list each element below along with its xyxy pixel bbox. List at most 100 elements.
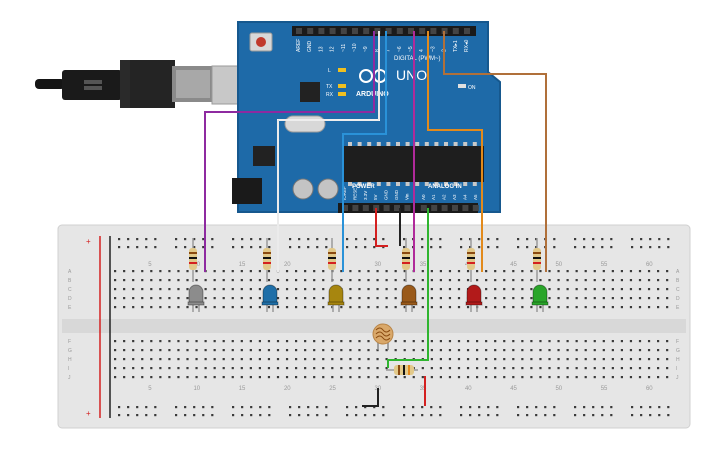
breadboard-hole [213,306,216,309]
breadboard-hole [295,349,298,352]
breadboard-hole [150,306,153,309]
digital-pin-hole [296,28,302,34]
chip-pin [376,142,381,146]
voltage-regulator [253,146,275,166]
breadboard-hole [457,297,461,300]
breadboard-hole [295,340,298,343]
breadboard-hole [494,288,497,291]
breadboard-hole [304,270,307,273]
breadboard-hole [530,279,533,282]
rail-hole [517,238,520,241]
breadboard-hole [457,288,461,291]
rail-hole [118,246,121,249]
breadboard-hole [512,349,515,352]
breadboard-hole [647,306,651,309]
breadboard-hole [476,279,479,282]
reset-button[interactable] [256,37,266,47]
rail-hole [460,406,463,409]
rail-hole [403,238,406,241]
rail-hole [667,406,670,409]
breadboard-hole [593,349,596,352]
breadboard-hole [647,270,651,273]
breadboard-hole [295,376,298,379]
rail-hole [118,406,121,409]
breadboard-hole [349,306,352,309]
breadboard-hole [150,376,153,379]
breadboard-hole [114,288,117,291]
rail-hole [430,414,433,417]
capacitor-1 [292,178,314,200]
rail-hole [583,406,586,409]
rail-hole [298,414,301,417]
dc-power-jack [232,178,262,204]
breadboard-hole [204,349,207,352]
breadboard-hole [222,288,225,291]
digital-pin-label: 13 [318,46,324,52]
digital-pin-hole [329,28,336,34]
breadboard-hole [132,358,135,361]
header-pin-label: A2 [442,194,447,200]
breadboard-hole [213,349,216,352]
breadboard-hole [647,358,651,361]
breadboard-hole [376,367,379,370]
breadboard-hole [376,270,379,273]
breadboard-hole [593,367,596,370]
breadboard-hole [629,367,633,370]
rail-hole [649,238,652,241]
breadboard-hole [313,288,316,291]
breadboard-hole [666,288,669,291]
rail-hole [127,414,130,417]
breadboard-hole [258,358,261,361]
breadboard-hole [285,288,289,291]
breadboard-hole [231,279,234,282]
breadboard-hole [666,358,669,361]
rail-hole [403,414,406,417]
center-channel [62,319,686,333]
digital-pin-label: GND [307,41,313,53]
breadboard-hole [657,297,660,300]
breadboard-hole [159,270,162,273]
breadboard-hole [421,297,424,300]
rail-hole [118,238,121,241]
breadboard-hole [394,376,397,379]
breadboard-hole [566,279,569,282]
breadboard-hole [249,297,252,300]
wire-orange [427,31,483,272]
led-blue [261,284,279,312]
breadboard-hole [240,297,243,300]
breadboard-hole [168,297,171,300]
rail-hole [601,414,604,417]
breadboard-hole [276,279,280,282]
header-pin-label: A1 [431,194,436,200]
pulldown-resistor [386,365,418,375]
digital-pin-label: RX◂0 [464,40,470,52]
breadboard-hole [249,288,252,291]
header-pin-hole [472,205,479,211]
breadboard-hole [240,367,243,370]
breadboard-hole [159,376,162,379]
breadboard: + + 510152025303540455055605101520253035… [57,224,691,429]
resistor-band [328,257,336,259]
digital-pin-label: ~9 [363,46,369,52]
breadboard-hole [521,367,524,370]
breadboard-hole [557,288,560,291]
breadboard-hole [666,376,669,379]
breadboard-hole [512,288,515,291]
breadboard-hole [349,297,352,300]
rail-hole [496,414,499,417]
rail-hole [373,414,376,417]
breadboard-hole [322,358,325,361]
breadboard-hole [276,367,280,370]
breadboard-hole [548,358,551,361]
row-letter: J [68,375,71,381]
breadboard-hole [611,349,614,352]
rail-hole [382,246,385,249]
breadboard-hole [430,306,433,309]
rail-hole [601,406,604,409]
breadboard-hole [249,279,252,282]
breadboard-hole [657,288,660,291]
breadboard-hole [457,306,461,309]
rail-hole [232,246,235,249]
breadboard-hole [620,349,623,352]
breadboard-hole [602,297,605,300]
